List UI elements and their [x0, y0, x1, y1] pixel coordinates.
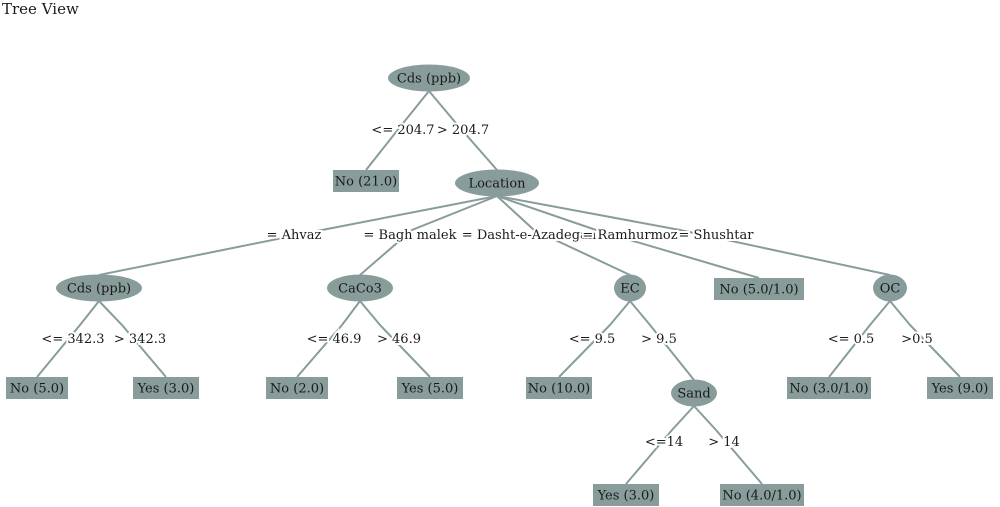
split-node-oc: OC — [873, 274, 907, 302]
edge-location-to-caco3 — [359, 195, 498, 276]
node-label: Yes (9.0) — [931, 382, 989, 397]
node-label: Yes (3.0) — [597, 489, 655, 504]
edge-label: <= 46.9 — [307, 332, 362, 347]
leaf-node-leaf-oc-yes: Yes (9.0) — [927, 377, 993, 399]
edge-location-to-oc — [496, 195, 891, 276]
leaf-node-leaf-sand-yes: Yes (3.0) — [593, 484, 659, 506]
edge-root-to-location — [428, 90, 498, 171]
edge-label: > 204.7 — [437, 123, 489, 138]
edge-label: <= 204.7 — [371, 123, 434, 138]
split-node-cds2: Cds (ppb) — [56, 274, 142, 302]
split-node-ellipse — [56, 274, 142, 302]
leaf-node-leaf-root-no: No (21.0) — [333, 170, 399, 192]
edge-location-to-ec — [496, 195, 631, 276]
node-label: No (5.0) — [10, 382, 64, 397]
edge-oc-to-leaf_oc_no — [828, 300, 891, 378]
leaf-node-box — [720, 484, 804, 506]
leaf-node-box — [714, 278, 804, 300]
leaf-node-leaf-ramhurmoz: No (5.0/1.0) — [714, 278, 804, 300]
leaf-node-leaf-ec-no: No (10.0) — [526, 377, 592, 399]
leaf-node-leaf-cds2-yes: Yes (3.0) — [133, 377, 199, 399]
edge-label: <= 9.5 — [569, 332, 616, 347]
edge-label: <= 0.5 — [828, 332, 875, 347]
leaf-node-box — [133, 377, 199, 399]
node-label: OC — [880, 282, 901, 297]
node-label: No (10.0) — [528, 382, 590, 397]
node-label: Sand — [677, 387, 710, 402]
split-node-ellipse — [873, 274, 907, 302]
leaf-node-box — [397, 377, 463, 399]
node-label: No (21.0) — [335, 175, 397, 190]
edge-location-to-cds2 — [98, 195, 498, 276]
leaf-node-box — [266, 377, 328, 399]
leaf-node-leaf-cds2-no: No (5.0) — [6, 377, 68, 399]
leaf-node-box — [333, 170, 399, 192]
edge-ec-to-leaf_ec_no — [558, 300, 631, 378]
leaf-node-box — [593, 484, 659, 506]
tree-edges — [36, 90, 961, 485]
leaf-node-leaf-oc-no: No (3.0/1.0) — [787, 377, 871, 399]
split-node-ellipse — [388, 64, 470, 92]
edge-label: > 46.9 — [377, 332, 421, 347]
node-label: CaCo3 — [338, 282, 382, 297]
split-node-location: Location — [455, 169, 539, 197]
node-label: EC — [620, 282, 639, 297]
node-label: No (4.0/1.0) — [722, 489, 801, 504]
edge-root-to-leaf_root_no — [365, 90, 430, 171]
leaf-node-leaf-caco3-yes: Yes (5.0) — [397, 377, 463, 399]
split-node-ellipse — [614, 274, 646, 302]
edge-label: = Ahvaz — [267, 228, 322, 243]
node-label: Cds (ppb) — [67, 282, 131, 297]
leaf-node-leaf-sand-no: No (4.0/1.0) — [720, 484, 804, 506]
node-label: Location — [468, 177, 526, 192]
split-node-ellipse — [327, 274, 393, 302]
node-label: Cds (ppb) — [397, 72, 461, 87]
edge-label: = Bagh malek — [364, 228, 457, 243]
leaf-node-box — [526, 377, 592, 399]
leaf-node-leaf-caco3-no: No (2.0) — [266, 377, 328, 399]
split-node-caco3: CaCo3 — [327, 274, 393, 302]
edge-label: = Ramhurmoz — [582, 228, 677, 243]
split-node-ellipse — [455, 169, 539, 197]
split-node-ec: EC — [614, 274, 646, 302]
split-node-ellipse — [671, 379, 717, 407]
edge-label: = Shushtar — [679, 228, 755, 243]
edge-sand-to-leaf_sand_no — [693, 405, 763, 485]
edge-label: <= 342.3 — [41, 332, 104, 347]
edge-sand-to-leaf_sand_yes — [625, 405, 695, 485]
node-label: No (2.0) — [270, 382, 324, 397]
edge-label: <=14 — [645, 435, 683, 450]
leaf-node-box — [927, 377, 993, 399]
split-node-root: Cds (ppb) — [388, 64, 470, 92]
edge-cds2-to-leaf_cds2_no — [36, 300, 100, 378]
edge-label: > 9.5 — [641, 332, 677, 347]
node-label: No (3.0/1.0) — [789, 382, 868, 397]
split-node-sand: Sand — [671, 379, 717, 407]
edge-caco3-to-leaf_caco3_yes — [359, 300, 431, 378]
node-label: No (5.0/1.0) — [719, 283, 798, 298]
edge-label: > 342.3 — [114, 332, 166, 347]
edge-location-to-leaf_ramhurmoz — [496, 195, 760, 279]
edge-cds2-to-leaf_cds2_yes — [98, 300, 167, 378]
node-label: Yes (5.0) — [401, 382, 459, 397]
leaf-node-box — [6, 377, 68, 399]
page-title: Tree View — [2, 0, 79, 18]
edge-label: >0.5 — [901, 332, 933, 347]
edge-oc-to-leaf_oc_yes — [889, 300, 961, 378]
edge-caco3-to-leaf_caco3_no — [296, 300, 361, 378]
edge-ec-to-sand — [629, 300, 695, 381]
leaf-node-box — [787, 377, 871, 399]
node-label: Yes (3.0) — [137, 382, 195, 397]
edge-label: > 14 — [708, 435, 740, 450]
edge-labels: <= 204.7> 204.7 = Ahvaz = Bagh malek = Dash… — [39, 121, 934, 452]
edge-label: = Dasht-e-Azadegan — [462, 228, 597, 243]
